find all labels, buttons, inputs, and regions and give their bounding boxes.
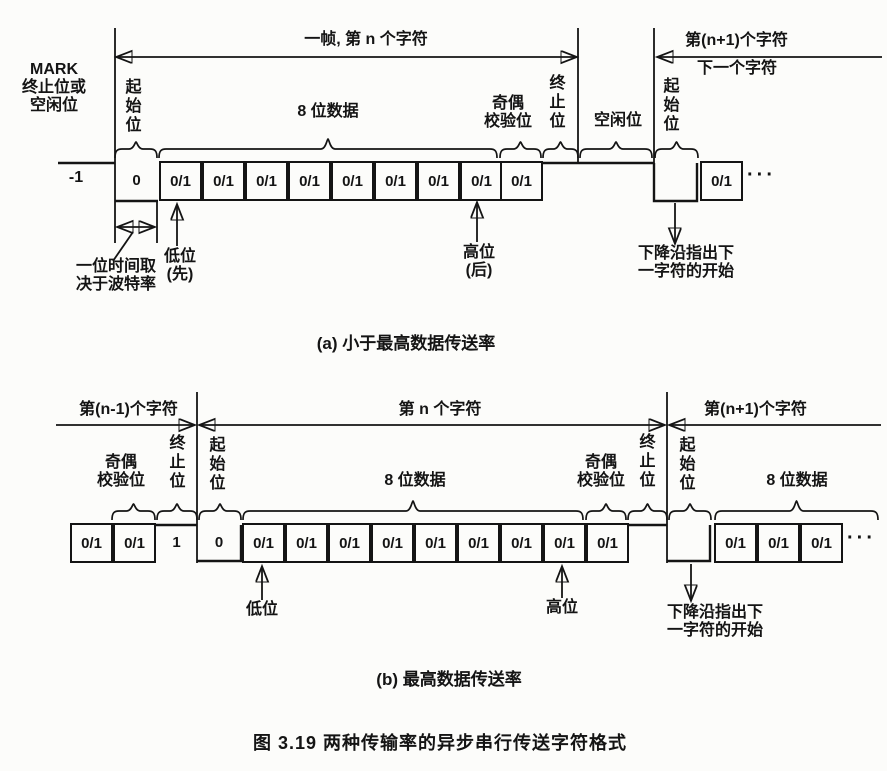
data-bit-box: 0/1: [159, 161, 202, 201]
falling-edge-note: 下降沿指出下 一字符的开始: [666, 604, 763, 639]
lsb-note: 低位: [245, 601, 278, 618]
data-bits-brace: [158, 138, 498, 159]
start-bit-label: 起始位: [125, 79, 142, 134]
bit-time-leader: [112, 231, 134, 262]
data-bits-label-left: 8 位数据: [384, 472, 446, 489]
stop-bit-label-left: 终止位: [169, 435, 186, 490]
msb-note: 高位: [545, 599, 578, 616]
data-bit-box: 0/1: [285, 523, 328, 563]
data-bits-brace-right: [714, 500, 879, 521]
data-bit-box: 0/1: [414, 523, 457, 563]
data-bit-box: 0/1: [374, 161, 417, 201]
data-bit-box: 0/1: [460, 161, 503, 201]
parity-bit-brace-right: [585, 503, 627, 521]
data-bits-brace-left: [242, 500, 584, 521]
data-bit-box: 0/1: [288, 161, 331, 201]
mark-level-value: -1: [68, 169, 84, 186]
parity-bit-brace: [499, 141, 542, 159]
stop-bit-label-right: 终止位: [639, 434, 656, 489]
data-bit-box: 0/1: [202, 161, 245, 201]
mark-idle-label: MARK 终止位或 空闲位: [21, 61, 86, 114]
caption-a: (a) 小于最高数据传送率: [316, 334, 496, 353]
start-bit-brace-left: [198, 503, 242, 521]
start-bit-brace: [114, 141, 158, 159]
caption-b: (b) 最高数据传送率: [376, 670, 522, 689]
parity-bit-label: 奇偶 校验位: [483, 95, 532, 130]
next-data-bit-box: 0/1: [800, 523, 843, 563]
stop-bit-brace-left: [156, 503, 198, 521]
frame-span-label: 一帧, 第 n 个字符: [304, 31, 428, 48]
next-data-bit-box: 0/1: [714, 523, 757, 563]
stop-bit-brace-right: [627, 503, 668, 521]
stop-bit-brace: [542, 141, 579, 159]
ellipsis: ···: [747, 164, 776, 186]
data-bit-box: 0/1: [245, 161, 288, 201]
ellipsis: ···: [847, 527, 876, 549]
parity-bit-box: 0/1: [500, 161, 543, 201]
next-char-label: 第(n+1)个字符: [704, 401, 807, 418]
bit-time-note: 一位时间取 决于波特率: [75, 258, 156, 293]
data-bit-box: 0/1: [500, 523, 543, 563]
idle-bits-label: 空闲位: [593, 112, 642, 129]
start-bit-label-left: 起始位: [209, 437, 226, 492]
next-char-sublabel: 下一个字符: [696, 60, 777, 77]
next-data-bit-box: 0/1: [757, 523, 800, 563]
next-start-label: 起始位: [663, 78, 680, 133]
data-bits-label-right: 8 位数据: [766, 472, 828, 489]
parity-bit-label-left: 奇偶 校验位: [96, 454, 145, 489]
next-start-low-level: [667, 525, 712, 563]
start-bit-value: 0: [214, 534, 224, 551]
stop-bit-value: 1: [172, 534, 181, 551]
data-bit-box: 0/1: [242, 523, 285, 563]
idle-bits-brace: [579, 141, 653, 159]
stop-bit-label: 终止位: [549, 75, 566, 130]
section-b-lines: [56, 392, 881, 600]
next-char-bit-box: 0/1: [700, 161, 743, 201]
start-bit-label-right: 起始位: [679, 437, 696, 492]
data-bit-box: 0/1: [331, 161, 374, 201]
msb-note: 高位 (后): [462, 244, 495, 279]
char-label: 第 n 个字符: [398, 401, 482, 418]
figure-caption: 图 3.19 两种传输率的异步串行传送字符格式: [252, 733, 628, 753]
parity-bit-brace-left: [111, 503, 156, 521]
lsb-note: 低位 (先): [163, 248, 196, 283]
data-bits-label: 8 位数据: [297, 103, 359, 120]
data-bit-box: 0/1: [328, 523, 371, 563]
next-start-brace: [654, 141, 699, 159]
data-bit-box: 0/1: [457, 523, 500, 563]
next-char-label: 第(n+1)个字符: [685, 32, 788, 49]
data-bit-box: 0/1: [371, 523, 414, 563]
section-a-lines: [58, 28, 882, 262]
parity-bit-label-right: 奇偶 校验位: [576, 454, 625, 489]
start-bit-value: 0: [132, 172, 141, 189]
start-bit-brace-right: [668, 503, 712, 521]
prev-char-label: 第(n-1)个字符: [79, 401, 178, 418]
prev-data-bit-box: 0/1: [70, 523, 113, 563]
data-bit-box: 0/1: [543, 523, 586, 563]
falling-edge-note: 下降沿指出下 一字符的开始: [637, 245, 734, 280]
prev-parity-bit-box: 0/1: [113, 523, 156, 563]
data-bit-box: 0/1: [417, 161, 460, 201]
start-bit-low-level: [197, 525, 243, 563]
parity-bit-box: 0/1: [586, 523, 629, 563]
next-start-low-level: [652, 163, 699, 203]
